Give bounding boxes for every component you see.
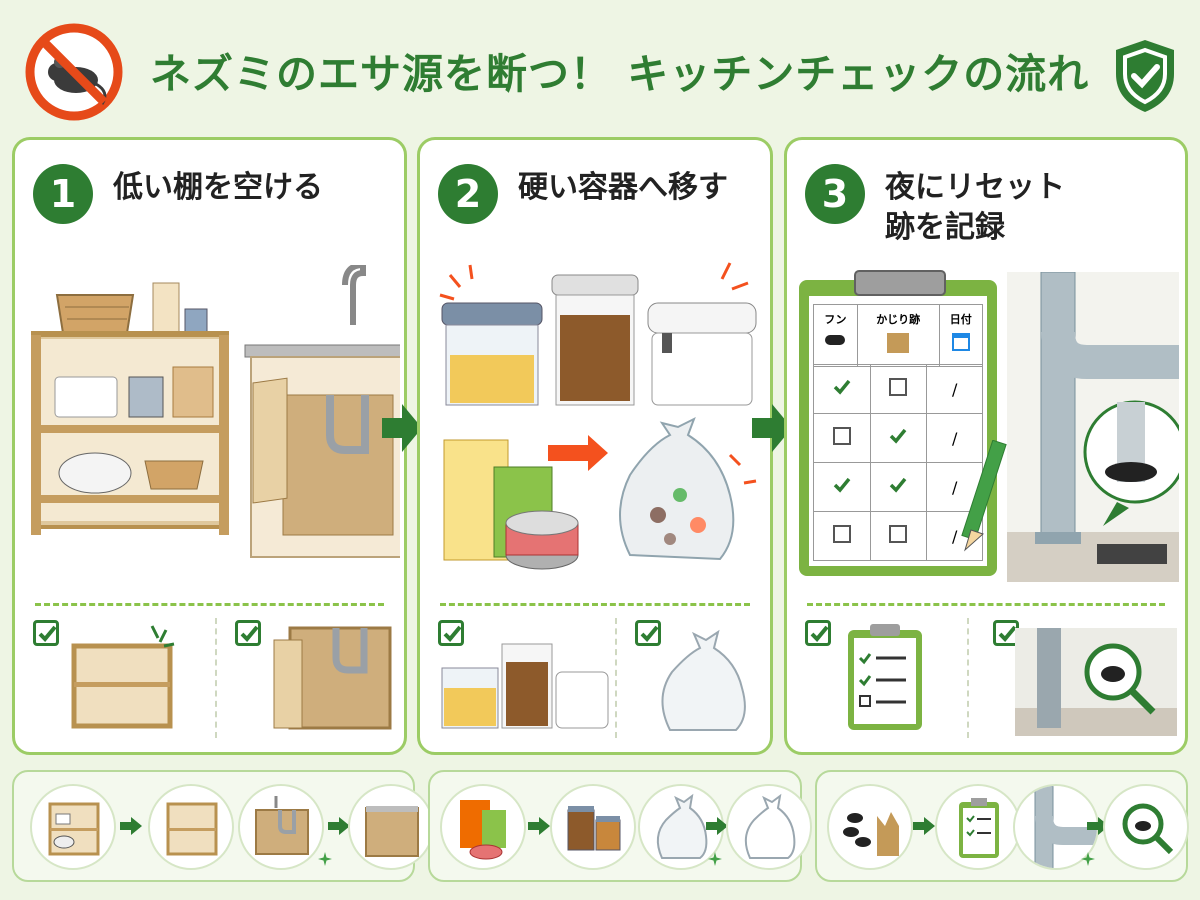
shelf-before-icon (30, 784, 116, 870)
table-cell (813, 413, 871, 463)
summary-strip-2 (428, 770, 812, 882)
checklist-icon (848, 624, 922, 730)
calendar-icon (951, 333, 970, 351)
table-row: / (813, 364, 983, 414)
arrow-right-icon (752, 404, 792, 452)
check-icon (235, 620, 261, 646)
date-cell-text: / (951, 477, 958, 497)
log-clipboard: フン かじり跡 日付 / / / / (799, 270, 997, 576)
step-title-1: 低い棚を空ける (113, 168, 323, 208)
section-divider (807, 603, 1165, 606)
clipboard-clip (854, 270, 946, 296)
step-title-line: 夜にリセット (885, 170, 1065, 205)
log-rows-table: / / / / (813, 364, 983, 561)
step-panel-3: 3 夜にリセット 跡を記録 フン かじり跡 日付 (784, 137, 1188, 755)
table-cell (869, 511, 928, 561)
empty-checkbox-icon (832, 427, 851, 445)
arrow-right-icon (120, 817, 142, 835)
check-icon (805, 620, 831, 646)
step-number-1: 1 (33, 164, 93, 224)
column-divider (615, 618, 617, 738)
containers-icon (550, 784, 636, 870)
arrow-right-icon (328, 817, 350, 835)
step-title-line: 低い棚を空ける (113, 170, 323, 205)
check-icon (635, 620, 661, 646)
table-cell: / (926, 413, 983, 463)
log-sheet: フン かじり跡 日付 / / / / (809, 296, 987, 566)
page-title: ネズミのエサ源を断つ！ キッチンチェックの流れ (150, 50, 1090, 98)
cabinet-before-icon (238, 784, 324, 870)
clipboard-icon (935, 784, 1021, 870)
arrow-right-icon (913, 817, 935, 835)
date-cell-text: / (951, 379, 958, 399)
step-title-2: 硬い容器へ移す (518, 168, 728, 208)
arrow-right-icon (528, 817, 550, 835)
droppings-icon (825, 335, 846, 345)
no-rat-icon (25, 23, 123, 121)
food-bags-icon (440, 784, 526, 870)
pipe-magnifier-icon (1015, 628, 1177, 736)
column-divider (967, 618, 969, 738)
table-cell (813, 462, 871, 512)
check-icon (33, 620, 59, 646)
empty-checkbox-icon (889, 378, 908, 396)
table-cell: / (926, 364, 983, 414)
log-header-gnaw: かじり跡 (856, 304, 940, 367)
check-icon (833, 379, 851, 395)
log-header-date: 日付 (938, 304, 984, 367)
magnifier-icon (1103, 784, 1189, 870)
step-panel-2: 2 硬い容器へ移す (417, 137, 773, 755)
check-icon (438, 620, 464, 646)
cabinet-after-icon (348, 784, 434, 870)
summary-strip-1 (12, 770, 434, 882)
check-icon (890, 477, 907, 493)
summary-strip-3 (815, 770, 1189, 882)
droppings-gnaw-icon (827, 784, 913, 870)
date-cell-text: / (951, 526, 958, 546)
log-header-droppings: フン (813, 304, 858, 367)
sparkle-icon (708, 852, 722, 866)
log-rows: / / / / (813, 364, 983, 561)
empty-checkbox-icon (889, 525, 908, 543)
step-number-3: 3 (805, 164, 865, 224)
shield-check-icon (1116, 40, 1174, 112)
table-cell (813, 364, 871, 414)
section-divider (35, 603, 384, 606)
step-title-3: 夜にリセット 跡を記録 (885, 168, 1065, 248)
empty-checkbox-icon (832, 525, 851, 543)
shelf-after-icon (148, 784, 234, 870)
step-title-line: 跡を記録 (885, 210, 1005, 245)
table-row: / (813, 413, 983, 463)
arrow-right-icon (382, 404, 422, 452)
empty-shelf-icon (71, 625, 175, 729)
step-panel-1: 1 低い棚を空ける (12, 137, 407, 755)
sparkle-icon (318, 852, 332, 866)
gnaw-mark-icon (887, 333, 910, 353)
pipe-icon (1013, 784, 1099, 870)
tied-trash-bag-icon (661, 629, 746, 731)
table-cell (813, 511, 871, 561)
sparkle-icon (1081, 852, 1095, 866)
tied-bag-icon (726, 784, 812, 870)
containers-illustration (439, 262, 757, 570)
pipe-gap-illustration (1007, 272, 1179, 582)
header: ネズミのエサ源を断つ！ キッチンチェックの流れ (0, 0, 1200, 132)
open-sink-cabinet-icon (273, 626, 392, 730)
check-icon (833, 477, 851, 493)
arrow-right-icon (706, 817, 728, 835)
table-cell (869, 462, 928, 512)
step-number-2: 2 (438, 164, 498, 224)
pencil-icon (961, 440, 1007, 552)
step-title-line: 硬い容器へ移す (518, 170, 728, 205)
section-divider (440, 603, 750, 606)
check-icon (890, 428, 907, 444)
table-cell (869, 364, 928, 414)
date-cell-text: / (951, 428, 958, 448)
shelf-and-sink-illustration (31, 265, 400, 558)
table-cell (869, 413, 928, 463)
column-divider (215, 618, 217, 738)
sealed-containers-icon (441, 643, 609, 729)
log-table: フン かじり跡 日付 (813, 304, 984, 367)
